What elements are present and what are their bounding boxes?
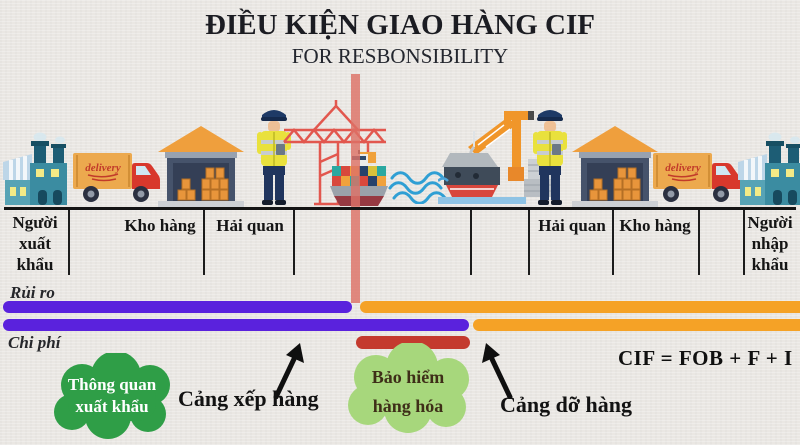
risk-seller-bar <box>3 301 352 313</box>
page-subtitle: FOR RESBONSIBILITY <box>291 44 509 68</box>
risk-buyer-bar <box>360 301 800 313</box>
discharge-port-arrow-icon <box>474 341 518 399</box>
timeline-tick <box>528 210 530 275</box>
delivery-truck-export-icon: delivery <box>72 150 160 203</box>
stage-customs-right-label: Hải quan <box>538 216 606 235</box>
timeline-tick <box>612 210 614 275</box>
ships-rail-divider-line <box>351 74 360 303</box>
truck-brand-text: delivery <box>85 162 121 174</box>
cif-formula: CIF = FOB + F + I <box>618 346 793 370</box>
discharge-port-label: Cảng dỡ hàng <box>500 392 633 417</box>
timeline-tick <box>68 210 70 275</box>
factory-exporter-icon <box>3 130 67 207</box>
customs-officer-import-icon <box>530 104 570 207</box>
warehouse-import-icon <box>572 124 658 208</box>
cost-seller-bar <box>3 319 469 331</box>
sea-waves-icon <box>388 170 456 204</box>
export-clearance-label: Thông quan xuất khẩu <box>67 375 157 416</box>
factory-importer-icon <box>738 130 800 207</box>
timeline-tick <box>743 210 745 275</box>
stage-warehouse-right-label: Kho hàng <box>619 216 691 235</box>
loading-port-arrow-icon <box>268 341 312 399</box>
cargo-insurance-cloud-icon <box>342 343 474 433</box>
timeline-tick <box>698 210 700 275</box>
timeline-axis <box>4 207 796 210</box>
stage-importer-label: Người nhập khẩu <box>747 213 793 274</box>
timeline-tick <box>293 210 295 275</box>
export-clearance-cloud-icon <box>48 353 176 441</box>
timeline-tick <box>470 210 472 275</box>
stage-customs-left-label: Hải quan <box>216 216 284 235</box>
cost-buyer-bar <box>473 319 800 331</box>
delivery-truck-import-icon: delivery <box>652 150 740 203</box>
warehouse-export-icon <box>158 124 244 208</box>
timeline-tick <box>203 210 205 275</box>
stage-exporter-label: Người xuất khẩu <box>12 213 58 274</box>
page-title: ĐIỀU KIỆN GIAO HÀNG CIF <box>205 9 595 41</box>
harbor-crane-ship-icon <box>438 101 556 207</box>
cost-row-label: Chi phí <box>8 333 61 352</box>
cargo-insurance-label: Bảo hiểm hàng hóa <box>371 367 445 416</box>
risk-row-label: Rủi ro <box>10 283 55 302</box>
truck-brand-text: delivery <box>665 162 701 174</box>
loading-port-label: Cảng xếp hàng <box>178 386 319 411</box>
stage-warehouse-left-label: Kho hàng <box>124 216 196 235</box>
